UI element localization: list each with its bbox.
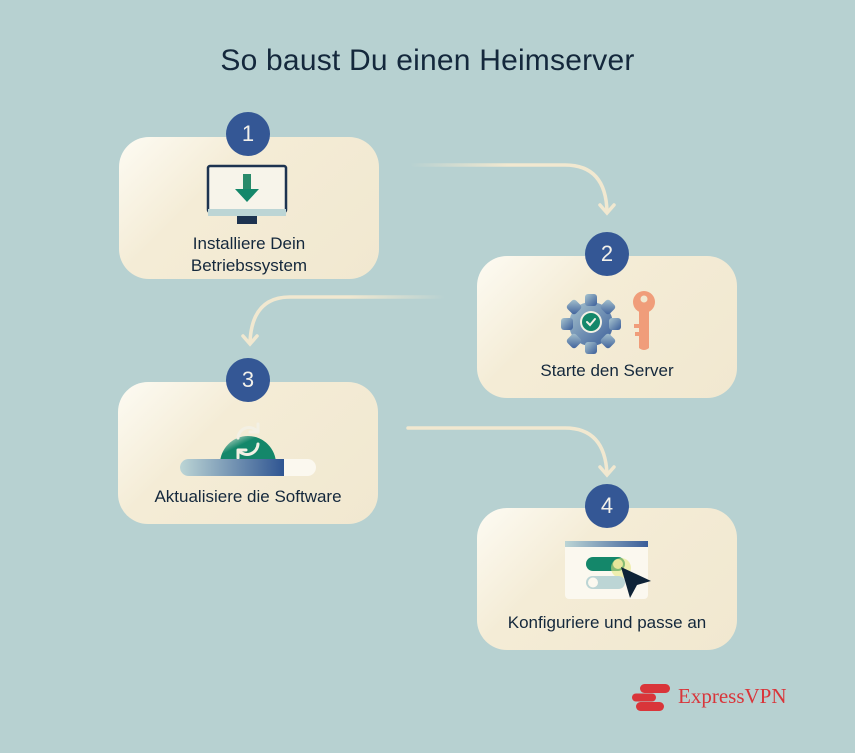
- progress-bar: [180, 459, 316, 476]
- step-label-1-line2: Betriebssystem: [190, 256, 308, 275]
- page-title: So baust Du einen Heimserver: [220, 44, 635, 77]
- step-label-1-line1: Installiere Dein: [192, 234, 306, 253]
- step-card-4: Konfiguriere und passe an: [477, 508, 737, 650]
- update-icon: [220, 422, 276, 464]
- step-badge-2: 2: [585, 232, 629, 276]
- step-card-1: Installiere Dein Betriebssystem: [119, 137, 379, 279]
- arrow-1-to-2: [408, 163, 616, 216]
- step-label-4: Konfiguriere und passe an: [507, 613, 707, 632]
- step-card-3: Aktualisiere die Software: [118, 382, 378, 524]
- step-badge-4: 4: [585, 484, 629, 528]
- gear-icon: [561, 294, 621, 354]
- key-icon: [633, 291, 655, 350]
- brand-name: ExpressVPN: [678, 684, 787, 708]
- step-badge-3: 3: [226, 358, 270, 402]
- step-card-2: Starte den Server: [477, 256, 737, 398]
- step-label-3: Aktualisiere die Software: [154, 487, 342, 506]
- settings-toggle-cursor-icon: [565, 541, 651, 599]
- monitor-download-icon: [206, 164, 288, 224]
- expressvpn-logo-icon: [632, 684, 670, 711]
- arrow-3-to-4: [406, 426, 616, 478]
- arrow-2-to-3: [241, 295, 447, 347]
- step-label-2: Starte den Server: [540, 361, 674, 380]
- step-badge-1: 1: [226, 112, 270, 156]
